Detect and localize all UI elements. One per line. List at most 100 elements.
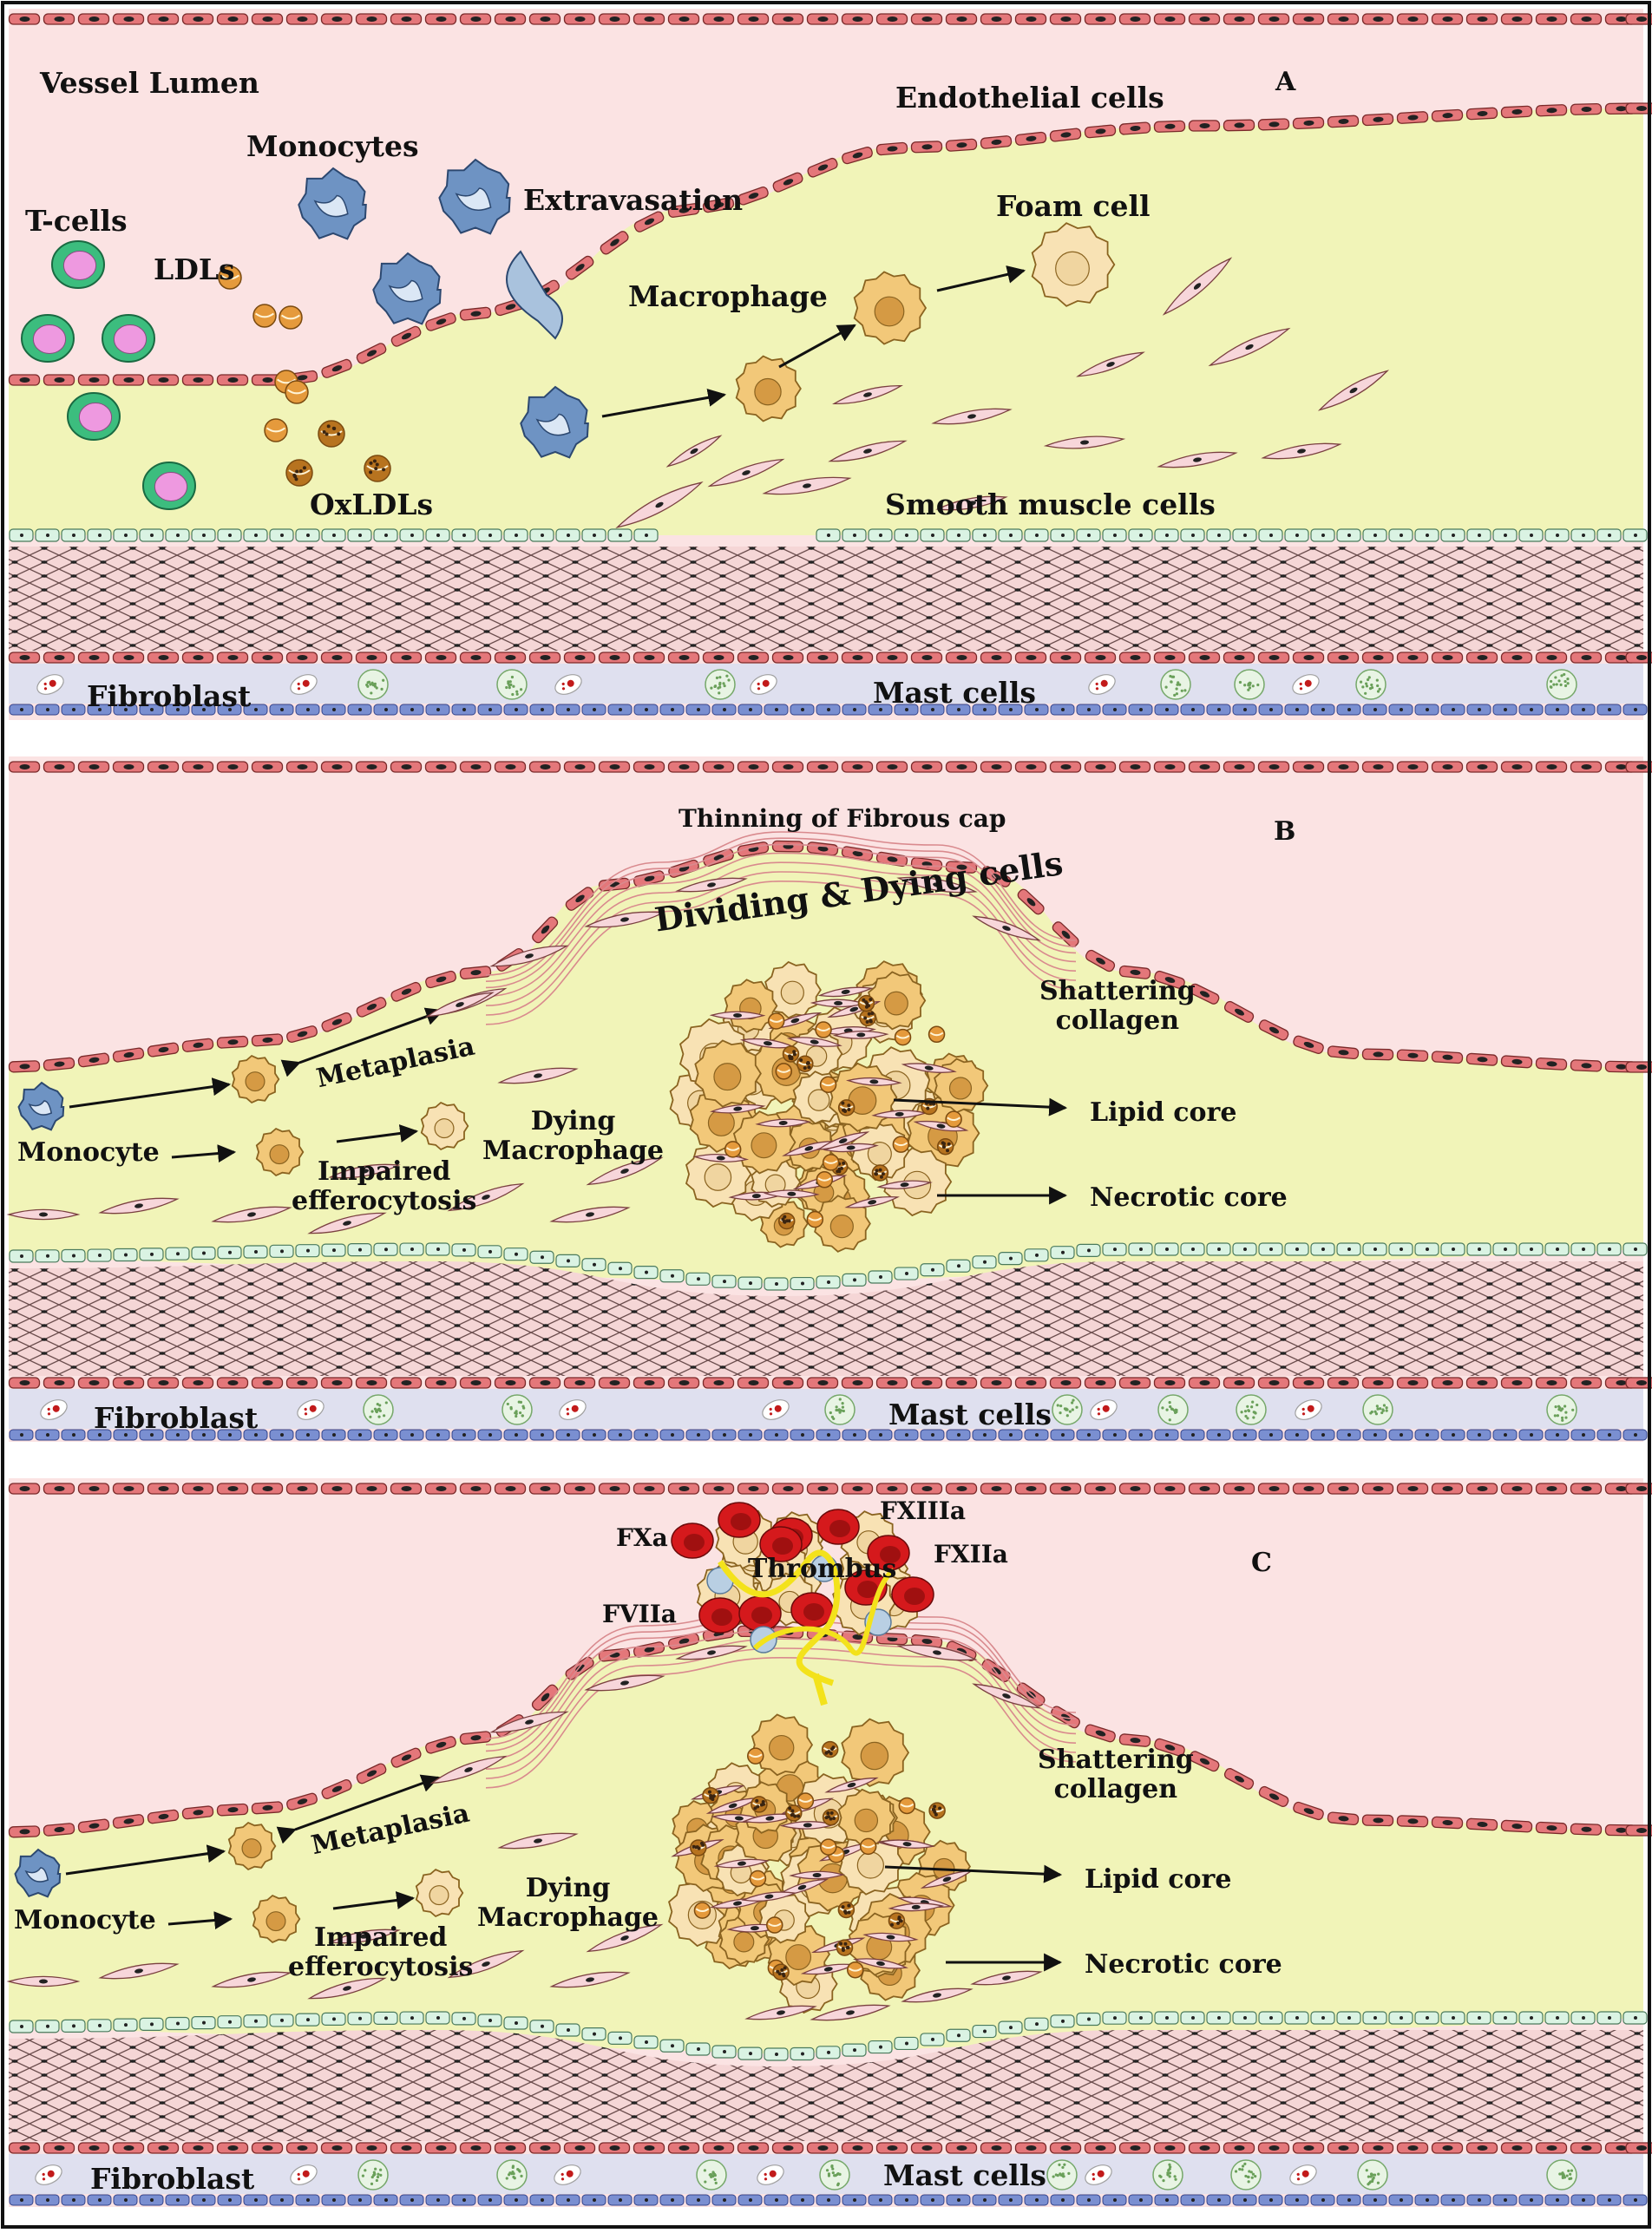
endothelial-cell: [1502, 762, 1532, 772]
endothelial-cell: [9, 1826, 39, 1837]
endothelial-cell: [357, 1483, 387, 1494]
ldl-icon: [821, 1839, 836, 1855]
ldls-label: LDLs: [154, 254, 235, 286]
endothelial-cell: [738, 652, 769, 663]
endothelial-cell: [1328, 1378, 1359, 1388]
monocyte-label-b: Monocyte: [17, 1138, 160, 1168]
mast-cell-icon: [497, 670, 527, 699]
endothelial-cell: [426, 1378, 456, 1388]
lipid-core-label-c: Lipid core: [1085, 1865, 1231, 1895]
endothelial-cell: [704, 1483, 734, 1494]
endothelial-cell: [357, 1378, 387, 1388]
endothelial-cell: [947, 2143, 977, 2153]
endothelial-cell: [1224, 2143, 1255, 2153]
endothelial-cell: [322, 14, 352, 24]
mast-cell-icon: [697, 2160, 726, 2190]
endothelial-cell: [1051, 652, 1081, 663]
endothelial-cell: [1016, 652, 1046, 663]
endothelial-cell: [322, 2143, 352, 2153]
endothelial-cell: [114, 375, 144, 385]
endothelial-cell: [218, 2143, 248, 2153]
top-endothelium-a: [10, 14, 1652, 24]
endothelial-cell: [600, 652, 630, 663]
impaired-efferocytosis-label-c: Impaired efferocytosis: [288, 1923, 473, 1981]
ldl-icon: [265, 419, 287, 442]
oxldl-icon: [783, 1046, 798, 1062]
oxldl-icon: [929, 1803, 945, 1818]
endothelial-cell: [1432, 109, 1463, 121]
endothelial-cell: [669, 762, 699, 772]
ldl-icon: [797, 1793, 813, 1809]
endothelial-cell: [1190, 652, 1220, 663]
endothelial-cell: [808, 1483, 838, 1494]
mast-cell-icon: [1236, 1395, 1266, 1424]
endothelial-cell: [842, 1378, 873, 1388]
lipid-core-label-b: Lipid core: [1090, 1098, 1236, 1128]
endothelial-cell: [43, 1058, 75, 1071]
endothelial-cell: [1051, 762, 1081, 772]
endothelial-cell: [1466, 1818, 1498, 1830]
endothelial-cell: [1537, 14, 1567, 24]
endothelial-cell: [738, 1483, 769, 1494]
endothelial-cell: [773, 14, 803, 24]
endothelial-cell: [148, 2143, 179, 2153]
endothelial-cell: [148, 1483, 179, 1494]
endothelial-cell: [1294, 652, 1324, 663]
adventitia-a: [9, 652, 1652, 715]
endothelial-cell: [1501, 1056, 1532, 1068]
endothelial-cell: [600, 14, 630, 24]
ldl-icon: [807, 1212, 823, 1228]
endothelial-cell: [218, 14, 248, 24]
oxldl-icon: [286, 460, 312, 486]
endothelial-cell: [217, 1036, 248, 1048]
endothelial-cell: [1155, 1483, 1185, 1494]
endothelial-cell: [10, 1483, 40, 1494]
endothelial-cell: [1328, 1046, 1359, 1059]
endothelial-cell: [1536, 1822, 1567, 1834]
foam-cell-label: Foam cell: [996, 191, 1150, 223]
endothelial-cell: [218, 1483, 248, 1494]
endothelial-cell: [114, 652, 144, 663]
endothelial-cell: [148, 762, 179, 772]
fibroblast-label-b: Fibroblast: [94, 1403, 258, 1435]
endothelial-cell: [1432, 1817, 1463, 1829]
endothelial-cell: [1502, 652, 1532, 663]
endothelial-cell: [1085, 762, 1116, 772]
endothelial-cell: [1016, 1378, 1046, 1388]
endothelial-cell: [669, 1378, 699, 1388]
macrophage-label: Macrophage: [628, 281, 828, 313]
endothelial-cell: [946, 139, 977, 151]
endothelial-cell: [911, 141, 941, 153]
endothelial-cell: [1155, 14, 1185, 24]
panel-a-letter: A: [1275, 68, 1295, 97]
endothelial-cell: [530, 2143, 560, 2153]
necrotic-core-label-c: Necrotic core: [1085, 1950, 1282, 1980]
endothelial-cell: [461, 1378, 491, 1388]
endothelial-cell: [391, 1483, 422, 1494]
endothelial-cell: [114, 1483, 144, 1494]
endothelial-cell: [1467, 762, 1498, 772]
endothelial-cell: [704, 14, 734, 24]
endothelial-cell: [669, 14, 699, 24]
endothelial-cell: [183, 1378, 213, 1388]
endothelial-cell: [148, 652, 179, 663]
endothelial-cell: [252, 2143, 283, 2153]
panel-a: [9, 9, 1652, 720]
endothelial-cell: [1085, 1378, 1116, 1388]
endothelial-cell: [1051, 14, 1081, 24]
endothelial-cell: [183, 14, 213, 24]
red-blood-cell-icon: [699, 1598, 741, 1633]
endothelial-cell: [426, 652, 456, 663]
endothelial-cell: [912, 652, 942, 663]
endothelial-cell: [495, 762, 526, 772]
endothelial-cell: [808, 652, 838, 663]
endothelial-cell: [287, 1378, 318, 1388]
endothelial-cell: [669, 1483, 699, 1494]
endothelial-cell: [1502, 14, 1532, 24]
endothelial-cell: [1536, 1058, 1567, 1070]
endothelial-cell: [1363, 762, 1393, 772]
endothelial-cell: [461, 1483, 491, 1494]
mast-cell-icon: [1547, 2160, 1577, 2190]
endothelial-cell: [565, 1483, 595, 1494]
fibroblast-label-a: Fibroblast: [87, 681, 251, 713]
